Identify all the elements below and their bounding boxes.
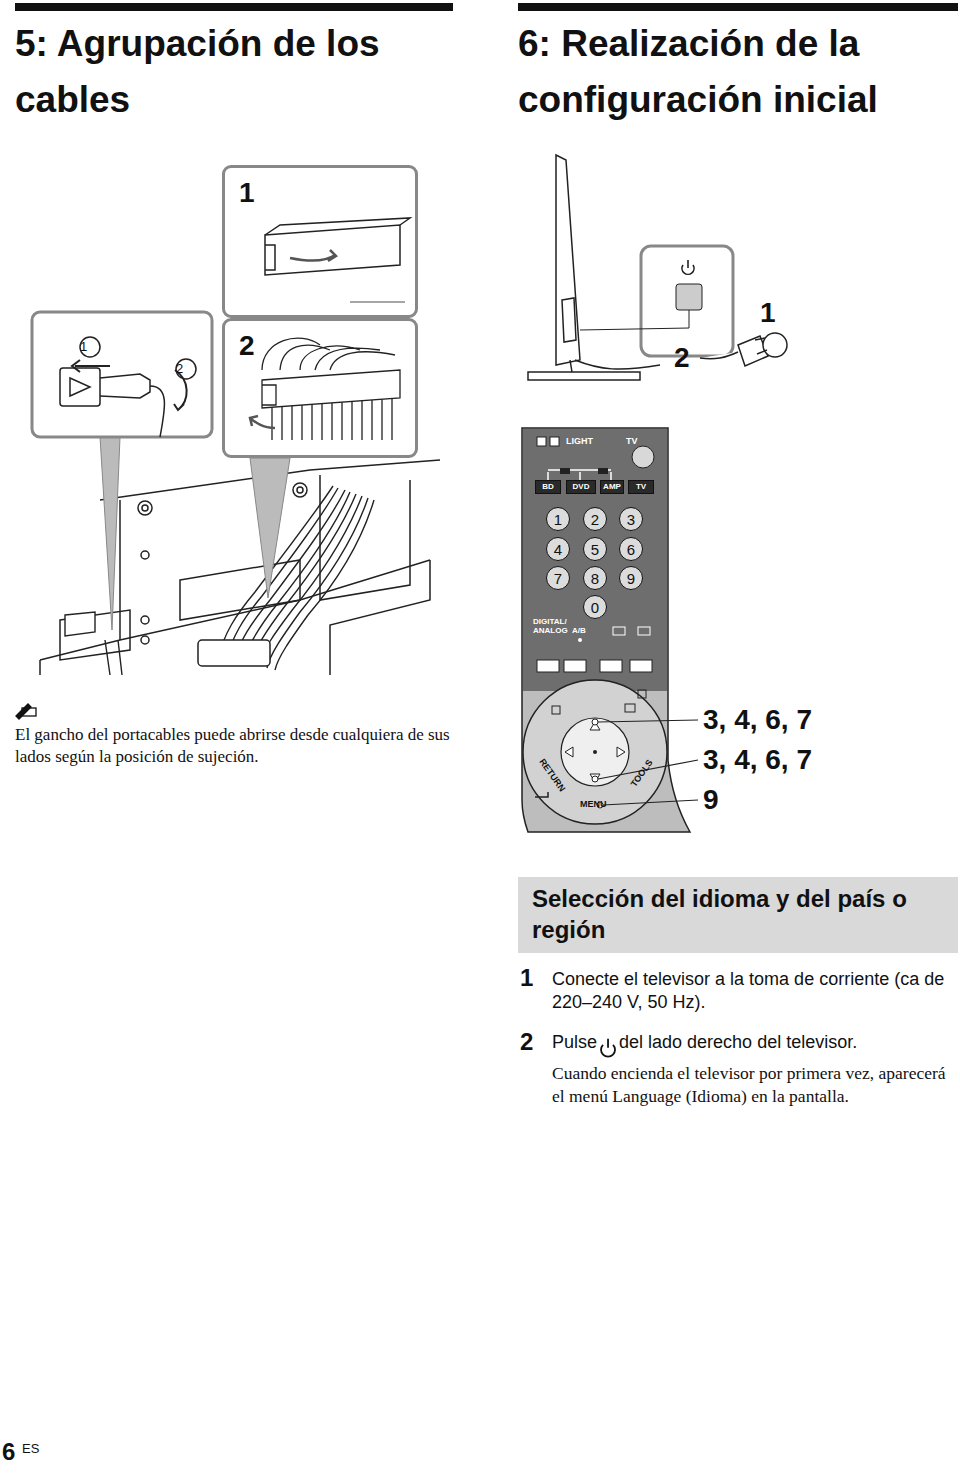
node-text: 2 xyxy=(239,331,401,362)
number-button: 2 xyxy=(583,507,607,531)
node-text: TV xyxy=(631,482,651,492)
section-heading: 6: Realización de la configuración inici… xyxy=(518,16,958,127)
step-reference: 9 xyxy=(703,783,719,817)
node-text: 6 xyxy=(627,542,635,557)
node-text: 2 xyxy=(591,512,599,527)
callout-pointer xyxy=(250,458,290,598)
leader-line xyxy=(580,310,689,330)
node-text: BD xyxy=(538,482,558,492)
tv-back xyxy=(40,460,440,675)
section-heading: 5: Agrupación de los cables xyxy=(15,16,455,127)
node-text: 8 xyxy=(591,571,599,586)
node-text: 3 xyxy=(627,512,635,527)
power-symbol xyxy=(682,260,694,274)
inset-holder-drawing xyxy=(265,218,410,302)
node-text: DVD xyxy=(569,482,593,492)
remote-button: BD xyxy=(535,480,561,494)
remote-button: AMP xyxy=(600,480,624,494)
inset-frame: 2 xyxy=(222,318,418,458)
power-cord-plug xyxy=(65,612,95,636)
cable-holder xyxy=(198,640,270,666)
subheading-band: Selección del idioma y del país o región xyxy=(518,877,958,953)
number-button: 7 xyxy=(546,566,570,590)
number-button: 6 xyxy=(619,537,643,561)
power-button xyxy=(676,284,702,310)
inset-frame xyxy=(641,246,733,356)
callout-number: 1 xyxy=(760,296,776,330)
leader-line xyxy=(598,720,698,805)
inset-plug-drawing xyxy=(60,337,196,437)
step-text: Conecte el televisor a la toma de corrie… xyxy=(552,968,957,1013)
heading-rule xyxy=(15,3,453,11)
note-text: El gancho del portacables puede abrirse … xyxy=(15,724,455,768)
number-button: 9 xyxy=(619,566,643,590)
node-text: 0 xyxy=(591,600,599,615)
number-button: 1 xyxy=(546,507,570,531)
step-reference: 3, 4, 6, 7 xyxy=(703,743,903,777)
node-text: 9 xyxy=(627,571,635,586)
node-text: 5 xyxy=(591,542,599,557)
number-button: 3 xyxy=(619,507,643,531)
callout-number: 2 xyxy=(176,361,183,377)
callout-number: 2 xyxy=(674,341,690,375)
step-number: 1 xyxy=(520,964,533,993)
node-text: 7 xyxy=(554,571,562,586)
page-language: ES xyxy=(22,1441,39,1457)
step-text: Pulse xyxy=(552,1032,597,1054)
node-text: AMP xyxy=(603,482,621,492)
node-text: 1 xyxy=(239,178,401,209)
mains-plug xyxy=(700,333,787,366)
step-text: Cuando encienda el televisor por primera… xyxy=(552,1062,957,1109)
button-label: A/B xyxy=(572,626,586,636)
inset-frame xyxy=(32,312,212,437)
power-symbol xyxy=(601,1039,615,1057)
node-text: 1 xyxy=(554,512,562,527)
button-label: DIGITAL/ ANALOG xyxy=(533,617,573,635)
number-button: 0 xyxy=(583,595,607,619)
number-button: 8 xyxy=(583,566,607,590)
callout-pointer xyxy=(100,437,120,630)
inset-cables-drawing xyxy=(250,338,400,440)
page-number: 6 xyxy=(2,1438,15,1467)
node-text: Selección del idioma y del país o región xyxy=(532,883,944,945)
note-icon xyxy=(16,704,36,719)
cable-bundle xyxy=(105,486,374,675)
remote xyxy=(522,428,690,832)
step-text: del lado derecho del televisor. xyxy=(619,1032,929,1054)
inset-frame: 1 xyxy=(222,165,418,318)
button-label: LIGHT xyxy=(566,436,593,447)
button-label: TV xyxy=(626,436,638,447)
heading-rule xyxy=(518,3,958,11)
remote-button: DVD xyxy=(566,480,596,494)
number-button: 4 xyxy=(546,537,570,561)
number-button: 5 xyxy=(583,537,607,561)
button-label: MENU xyxy=(580,799,607,810)
step-number: 2 xyxy=(520,1028,533,1057)
step-reference: 3, 4, 6, 7 xyxy=(703,703,903,737)
callout-number: 1 xyxy=(80,339,87,355)
remote-button: TV xyxy=(628,480,654,494)
node-text: 4 xyxy=(554,542,562,557)
